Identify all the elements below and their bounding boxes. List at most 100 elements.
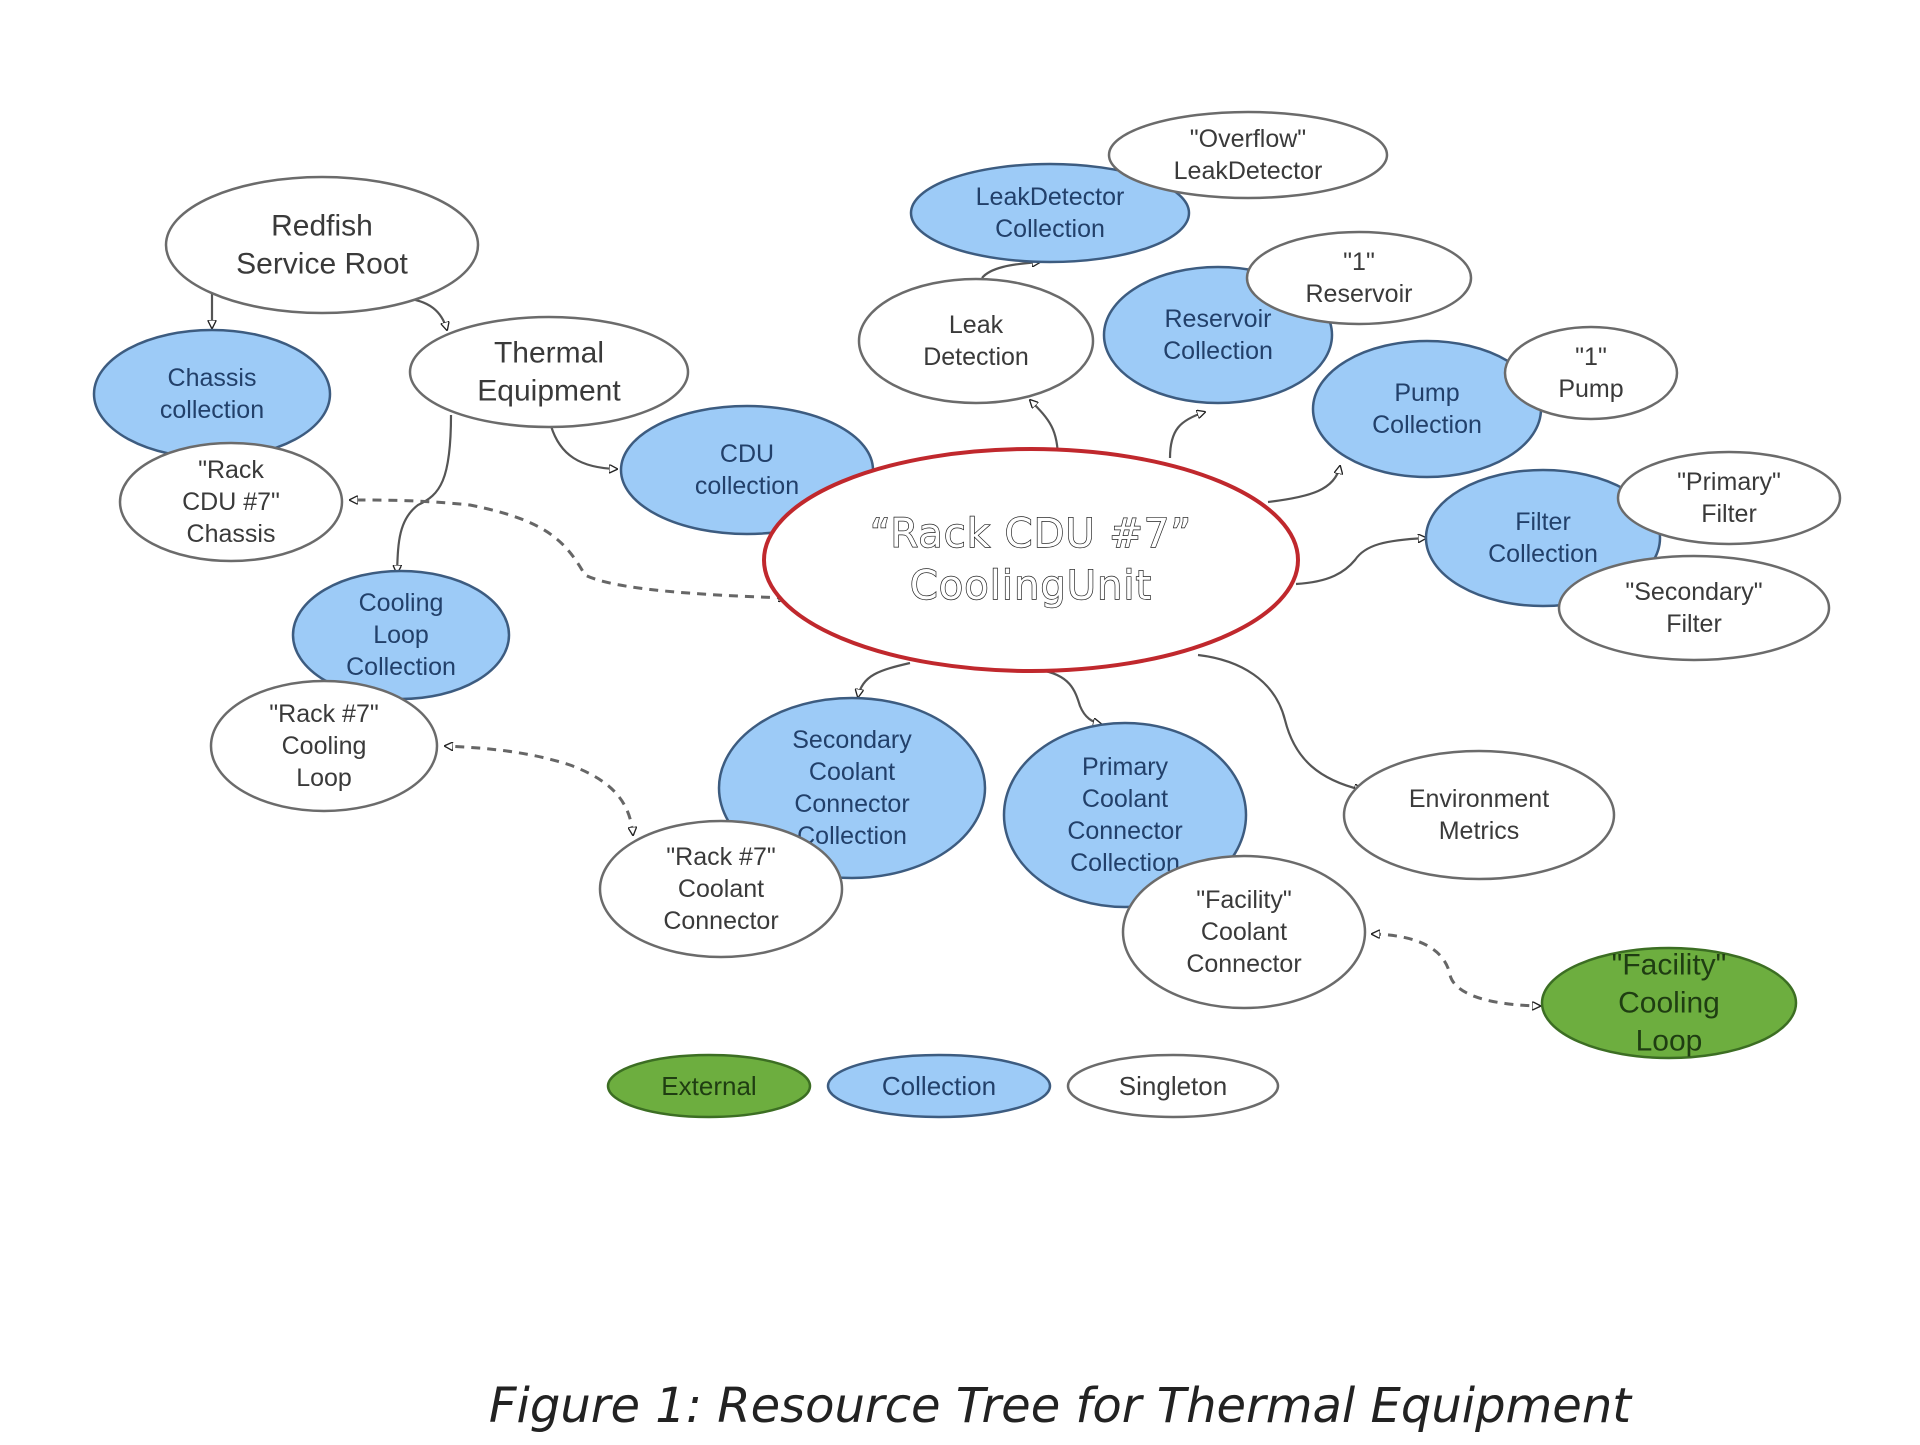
node-label-line: Primary [1082,753,1169,781]
node-label-line: "Secondary" [1625,578,1762,606]
node-label-line: Coolant [678,875,764,903]
node-shape-rack-cdu-chassis [118,441,344,563]
node-shape-cooling-unit [762,447,1300,673]
node-label-line: collection [160,396,264,424]
node-shape-thermal-equipment [408,315,690,429]
node-label-line: "Rack #7" [269,700,378,728]
node-label-line: "Rack [198,456,264,484]
node-shape-primary-filter [1616,450,1842,546]
node-label-line: Cooling [1618,987,1720,1020]
legend-swatch-external [606,1053,812,1119]
node-label-line: collection [695,472,799,500]
node-label-line: Connector [794,790,909,818]
node-shape-reservoir-1 [1245,230,1473,326]
legend-swatch-collection [826,1053,1052,1119]
node-label-line: Coolant [1201,918,1287,946]
node-cooling-unit: “Rack CDU #7”CoolingUnit [762,447,1300,673]
node-label-line: Secondary [792,726,912,754]
node-label-line: "Primary" [1677,468,1781,496]
node-label-line: Connector [663,907,778,935]
node-label-line: Collection [1372,411,1482,439]
edge-cooling-unit-to-filter-collection [1295,538,1426,586]
node-label-line: Redfish [271,210,373,243]
node-label-line: Connector [1186,950,1301,978]
figure-caption: Figure 1: Resource Tree for Thermal Equi… [488,1378,1632,1434]
legend-label: Collection [882,1071,996,1101]
node-label-line: CDU #7" [182,488,280,516]
node-shape-pump-1 [1503,325,1679,421]
node-shape-environment-metrics [1342,749,1616,881]
node-label-line: Filter [1701,500,1757,528]
node-label-line: Pump [1394,379,1459,407]
node-label-line: Thermal [494,337,604,370]
node-overflow-leakdetector: "Overflow" LeakDetector [1107,110,1389,200]
edge-leak-detection-to-leakdetector-collection [981,262,1040,279]
edge-cooling-unit-to-environment-metrics [1197,653,1362,790]
legend-item-collection: Collection [826,1053,1052,1119]
node-label-line: LeakDetector [1174,157,1323,185]
node-label-line: Reservoir [1165,305,1272,333]
node-secondary-filter: "Secondary"Filter [1557,554,1831,662]
node-shape-facility-coolant-connector [1121,854,1367,1010]
node-label-line: Connector [1067,817,1182,845]
node-label-line: Cooling [359,589,444,617]
edge-cooling-unit-to-secondary-coolant-connector-collection [858,661,911,697]
node-label-line: CoolingUnit [910,563,1152,609]
edge-thermal-equipment-to-cooling-loop-collection [397,414,453,573]
edge-cooling-unit-to-primary-coolant-connector-collection [1039,668,1101,724]
node-shape-service-root [164,175,480,315]
node-label-line: Detection [923,343,1029,371]
edge-cooling-unit-to-reservoir-collection [1168,412,1205,459]
node-label-line: "1" [1575,343,1607,371]
node-label-line: Filter [1515,508,1571,536]
node-label-line: Equipment [477,375,621,408]
node-shape-primary-coolant-connector-collection [1002,721,1248,909]
node-label-line: Service Root [236,248,408,281]
edge-thermal-equipment-to-cdu-collection [549,425,617,469]
node-shape-rack7-coolant-connector [598,819,844,959]
node-label-line: Collection [1070,849,1180,877]
node-label-line: "Rack #7" [666,843,775,871]
node-label-line: Collection [1163,337,1273,365]
node-label-line: "Overflow" [1190,125,1306,153]
edge-facility-coolant-connector-to-facility-cooling-loop [1372,934,1540,1006]
node-label-line: Collection [1488,540,1598,568]
node-label-line: "Facility" [1196,886,1292,914]
node-pump-1: "1"Pump [1503,325,1679,421]
node-shape-overflow-leakdetector [1107,110,1389,200]
node-label-line: Metrics [1439,817,1520,845]
node-label-line: Chassis [187,520,276,548]
node-label-line: "1" [1343,248,1375,276]
node-label-line: CDU [720,440,774,468]
node-label-line: Leak [949,311,1004,339]
node-reservoir-1: "1"Reservoir [1245,230,1473,326]
node-label-line: Loop [1636,1025,1703,1058]
node-shape-leak-detection [857,277,1095,405]
node-label-line: Coolant [1082,785,1168,813]
node-label-line: Coolant [809,758,895,786]
node-label-line: Loop [373,621,429,649]
node-label-line: Loop [296,764,352,792]
edge-cooling-unit-to-pump-collection [1267,466,1340,504]
legend-swatch-singleton [1066,1053,1280,1119]
node-shape-secondary-filter [1557,554,1831,662]
legend-label: Singleton [1119,1071,1227,1101]
node-shape-facility-cooling-loop [1540,946,1798,1060]
node-shape-leakdetector-collection [909,162,1191,264]
node-label-line: Chassis [168,364,257,392]
edge-cooling-unit-to-rack-cdu-chassis [350,500,786,598]
